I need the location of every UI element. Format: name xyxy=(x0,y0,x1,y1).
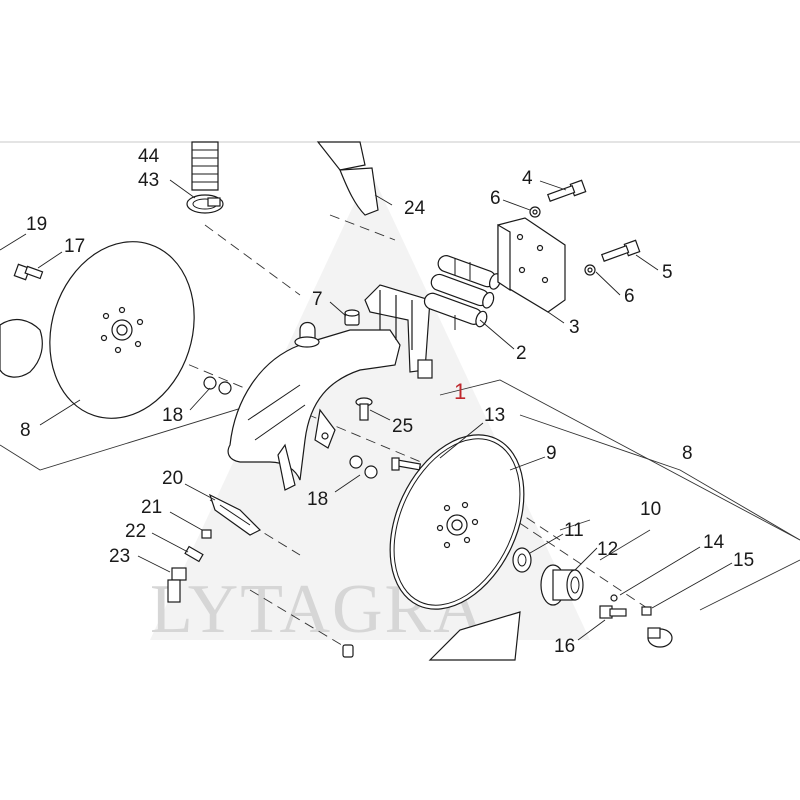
washer-6-upper xyxy=(529,206,541,218)
bolt-13 xyxy=(391,457,422,471)
callout-8-left: 8 xyxy=(20,420,31,441)
callout-24: 24 xyxy=(404,198,426,219)
nut-15 xyxy=(641,606,652,616)
disc-right xyxy=(389,434,525,610)
callout-8-right: 8 xyxy=(682,443,693,464)
callout-5: 5 xyxy=(662,262,673,283)
bracket-plate-3 xyxy=(497,217,566,313)
callout-11: 11 xyxy=(564,520,584,541)
bolt-23 xyxy=(167,567,187,603)
leader-lines xyxy=(0,179,733,641)
callout-6-upper: 6 xyxy=(490,188,501,209)
callout-20: 20 xyxy=(162,468,183,489)
callout-17: 17 xyxy=(64,236,85,257)
hose-clamp-43 xyxy=(186,194,224,214)
callout-15: 15 xyxy=(733,550,754,571)
scraper-assembly-20 xyxy=(208,493,262,536)
screw-25 xyxy=(355,397,373,421)
callout-4: 4 xyxy=(522,168,533,189)
callout-labels: 44 43 19 17 8 18 18 7 24 4 6 5 6 3 2 1 2… xyxy=(20,146,754,657)
callout-14: 14 xyxy=(703,532,725,553)
hose-44 xyxy=(191,141,219,191)
bolt-4 xyxy=(546,179,587,202)
callout-21: 21 xyxy=(141,497,162,518)
washer-6-lower xyxy=(584,264,596,276)
bolt-5 xyxy=(600,239,641,262)
callout-18-lower: 18 xyxy=(307,489,328,510)
disc-left xyxy=(49,241,195,419)
washers-18-lower xyxy=(349,455,378,479)
scraper-24 xyxy=(316,141,379,216)
hub-12 xyxy=(540,564,584,606)
callout-6-lower: 6 xyxy=(624,286,635,307)
dust-cap xyxy=(647,627,673,648)
spring-22 xyxy=(184,545,204,563)
pin-lower xyxy=(342,644,354,658)
pin-21 xyxy=(201,529,212,539)
main-frame xyxy=(227,284,433,491)
callout-44: 44 xyxy=(138,146,160,167)
callout-19: 19 xyxy=(26,214,47,235)
scraper-fragment-left xyxy=(0,318,43,378)
bolt-16 xyxy=(599,605,627,619)
callout-7: 7 xyxy=(312,289,323,310)
washers-18-upper xyxy=(203,376,232,395)
ring-14 xyxy=(610,594,618,602)
nut-7 xyxy=(344,309,360,326)
callout-43: 43 xyxy=(138,170,159,191)
bearing-11 xyxy=(512,547,532,573)
scraper-fragment-right xyxy=(428,611,521,661)
callout-12: 12 xyxy=(597,539,618,560)
callout-23: 23 xyxy=(109,546,130,567)
callout-2: 2 xyxy=(516,343,527,364)
callout-1: 1 xyxy=(454,379,466,404)
callout-22: 22 xyxy=(125,521,146,542)
callout-9: 9 xyxy=(546,443,557,464)
callout-18-upper: 18 xyxy=(162,405,183,426)
bolt-17 xyxy=(13,263,44,281)
callout-10: 10 xyxy=(640,499,661,520)
callout-25: 25 xyxy=(392,416,413,437)
callout-13: 13 xyxy=(484,405,505,426)
callout-3: 3 xyxy=(569,317,580,338)
callout-16: 16 xyxy=(554,636,575,657)
